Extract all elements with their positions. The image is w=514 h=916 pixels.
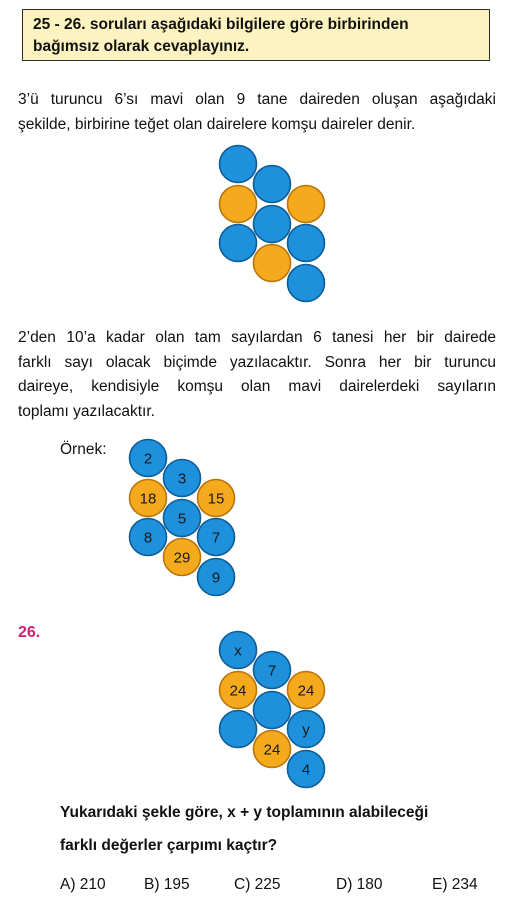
- question-circle-1: [218, 630, 258, 670]
- question-number: 26.: [18, 624, 41, 641]
- question-circle-9: [286, 749, 326, 789]
- plain-circle-9: [286, 263, 326, 303]
- example-circle-label-5: 5: [178, 511, 186, 528]
- rules-line-4: toplamı yazılacaktır.: [18, 402, 155, 420]
- example-circle-7: [196, 517, 236, 557]
- question-circle-2: [252, 650, 292, 690]
- plain-circle-7: [286, 223, 326, 263]
- choice-a[interactable]: A) 210: [60, 876, 106, 893]
- example-circle-label-8: 29: [174, 550, 191, 567]
- question-line-2: farklı değerler çarpımı kaçtır?: [60, 837, 278, 854]
- example-circle-1: [128, 438, 168, 478]
- example-circle-label-6: 8: [144, 530, 152, 547]
- plain-circle-4: [286, 184, 326, 224]
- example-circle-5: [162, 498, 202, 538]
- example-circle-4: [196, 478, 236, 518]
- choice-c[interactable]: C) 225: [234, 876, 281, 893]
- question-circle-label-3: 24: [230, 683, 247, 700]
- plain-circle-2: [252, 164, 292, 204]
- example-circle-8: [162, 537, 202, 577]
- figure-example: 2 3 18 15 5 8 7 29 9: [128, 438, 236, 597]
- question-circle-label-1: x: [234, 643, 242, 660]
- rules-line-1: 2’den 10’a kadar olan tam sayılardan 6 t…: [18, 329, 496, 346]
- figure-question: x 7 24 24 y 24 4: [218, 630, 326, 789]
- choice-b[interactable]: B) 195: [144, 876, 190, 893]
- question-circle-5: [252, 690, 292, 730]
- question-circle-4: [286, 670, 326, 710]
- question-circle-3: [218, 670, 258, 710]
- choice-d[interactable]: D) 180: [336, 876, 383, 893]
- intro-line-2: şekilde, birbirine teğet olan dairelere …: [18, 115, 416, 133]
- question-circle-label-7: y: [302, 722, 310, 739]
- question-circle-label-2: 7: [268, 663, 276, 680]
- example-circle-9: [196, 557, 236, 597]
- rules-paragraph: 2’den 10’a kadar olan tam sayılardan 6 t…: [18, 326, 496, 424]
- plain-circle-1: [218, 144, 258, 184]
- intro-paragraph: 3’ü turuncu 6’sı mavi olan 9 tane daired…: [18, 88, 496, 137]
- header-line-2: bağımsız olarak cevaplayınız.: [33, 38, 250, 55]
- figure-plain: [218, 144, 326, 303]
- question-circle-label-9: 4: [302, 762, 310, 779]
- intro-line-1: 3’ü turuncu 6’sı mavi olan 9 tane daired…: [18, 91, 496, 108]
- example-circle-label-1: 2: [144, 451, 152, 468]
- plain-circle-3: [218, 184, 258, 224]
- question-circle-7: [286, 709, 326, 749]
- question-circle-label-8: 24: [264, 742, 281, 759]
- example-circle-label-4: 15: [208, 491, 225, 508]
- example-circle-3: [128, 478, 168, 518]
- rules-line-3: daireye, kendisiyle komşu olan mavi dair…: [18, 378, 496, 395]
- example-circle-label-2: 3: [178, 471, 186, 488]
- question-line-1: Yukarıdaki şekle göre, x + y toplamının …: [60, 804, 429, 821]
- header-line-1: 25 - 26. soruları aşağıdaki bilgilere gö…: [33, 16, 409, 33]
- question-circle-8: [252, 729, 292, 769]
- question-circle-label-4: 24: [298, 683, 315, 700]
- example-circle-2: [162, 458, 202, 498]
- question-text: Yukarıdaki şekle göre, x + y toplamının …: [60, 796, 500, 862]
- plain-circle-6: [218, 223, 258, 263]
- plain-circle-5: [252, 204, 292, 244]
- example-label: Örnek:: [60, 441, 107, 458]
- example-circle-label-3: 18: [140, 491, 157, 508]
- example-circle-label-9: 9: [212, 570, 220, 587]
- choice-e[interactable]: E) 234: [432, 876, 478, 893]
- example-circle-label-7: 7: [212, 530, 220, 547]
- example-circle-6: [128, 517, 168, 557]
- section-header: 25 - 26. soruları aşağıdaki bilgilere gö…: [22, 9, 490, 61]
- rules-line-2: farklı sayı olacak biçimde yazılacaktır.…: [18, 353, 496, 371]
- question-circle-6: [218, 709, 258, 749]
- plain-circle-8: [252, 243, 292, 283]
